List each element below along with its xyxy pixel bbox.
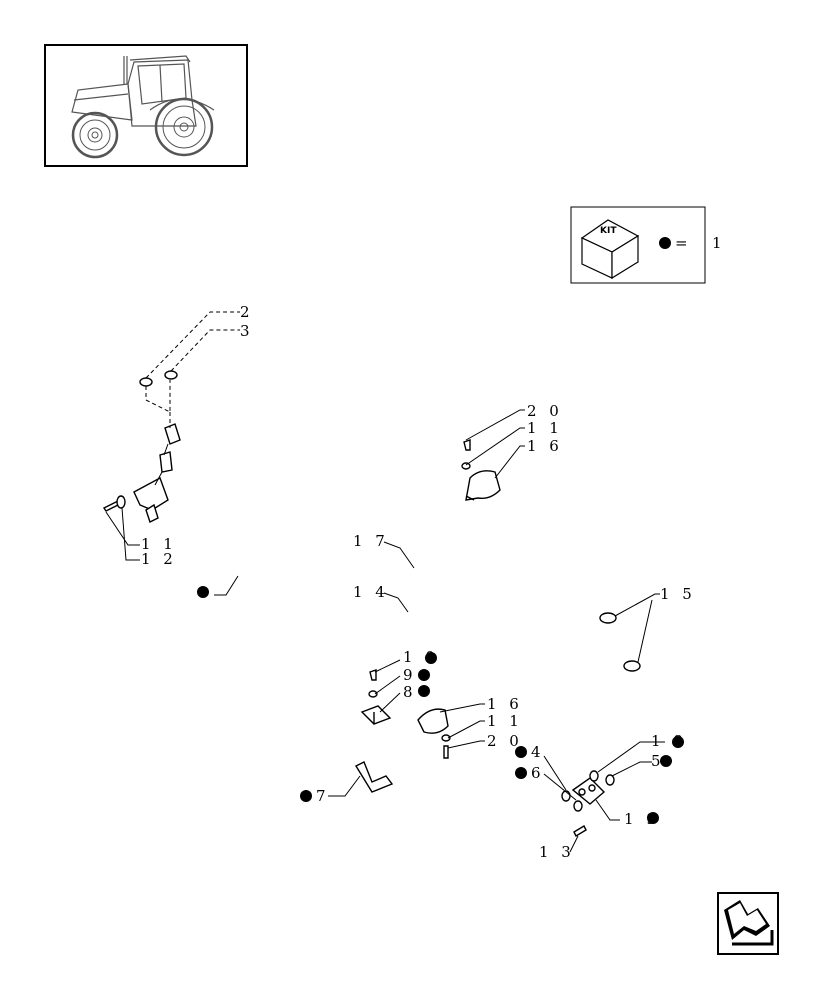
clamp-15 (599, 612, 641, 672)
kit-bullet-icon (647, 812, 659, 824)
kit-equals: = (675, 234, 692, 252)
callout-20a: 2 0 (527, 402, 563, 420)
bracket-8 (360, 669, 392, 725)
callout-5: 5 (651, 752, 665, 770)
callout-3: 3 (240, 322, 254, 340)
kit-bullet-icon (515, 767, 527, 779)
kit-bullet-icon (659, 237, 671, 249)
callout-9: 9 (403, 666, 417, 684)
callout-8: 8 (403, 683, 417, 701)
callout-14: 1 4 (353, 583, 389, 601)
next-page-arrow-icon[interactable] (717, 892, 779, 955)
callout-13: 1 3 (539, 843, 575, 861)
callout-17: 1 7 (353, 532, 389, 550)
callout-4: 4 (531, 743, 545, 761)
callout-11b: 1 1 (141, 535, 177, 553)
clamp-lower (417, 708, 451, 759)
connector-19 (561, 770, 615, 837)
callout-15: 1 5 (660, 585, 696, 603)
clamp-upper (461, 439, 501, 501)
callout-16b: 1 6 (487, 695, 523, 713)
kit-bullet-icon (418, 685, 430, 697)
kit-bullet-icon (425, 652, 437, 664)
kit-bullet-icon (300, 790, 312, 802)
upper-curved-pipe (202, 417, 616, 673)
kit-cube-icon: KIT (580, 219, 640, 280)
kit-legend: KIT = 1 (570, 206, 726, 284)
left-fitting-assembly (133, 423, 181, 523)
kit-bullet-icon (197, 586, 209, 598)
kit-bullet-icon (515, 746, 527, 758)
callout-6: 6 (531, 764, 545, 782)
bolt-left (102, 495, 126, 512)
callout-7: 7 (316, 787, 330, 805)
tractor-thumbnail-icon[interactable] (44, 44, 248, 167)
lower-curved-pipe (361, 426, 641, 722)
callout-16a: 1 6 (527, 437, 563, 455)
kit-ref-number: 1 (712, 234, 726, 252)
kit-label: KIT (600, 226, 617, 236)
callout-11c: 1 1 (487, 712, 523, 730)
callout-19: 1 9 (624, 810, 660, 828)
callout-2: 2 (240, 303, 254, 321)
kit-pipe-assembly (157, 519, 563, 836)
callout-20b: 2 0 (487, 732, 523, 750)
bracket-7 (355, 761, 394, 793)
callout-12: 1 2 (141, 550, 177, 568)
kit-bullet-icon (418, 669, 430, 681)
callout-11a: 1 1 (527, 419, 563, 437)
kit-bullet-icon (672, 736, 684, 748)
o-ring-2 (139, 370, 178, 387)
kit-bullet-icon (660, 755, 672, 767)
